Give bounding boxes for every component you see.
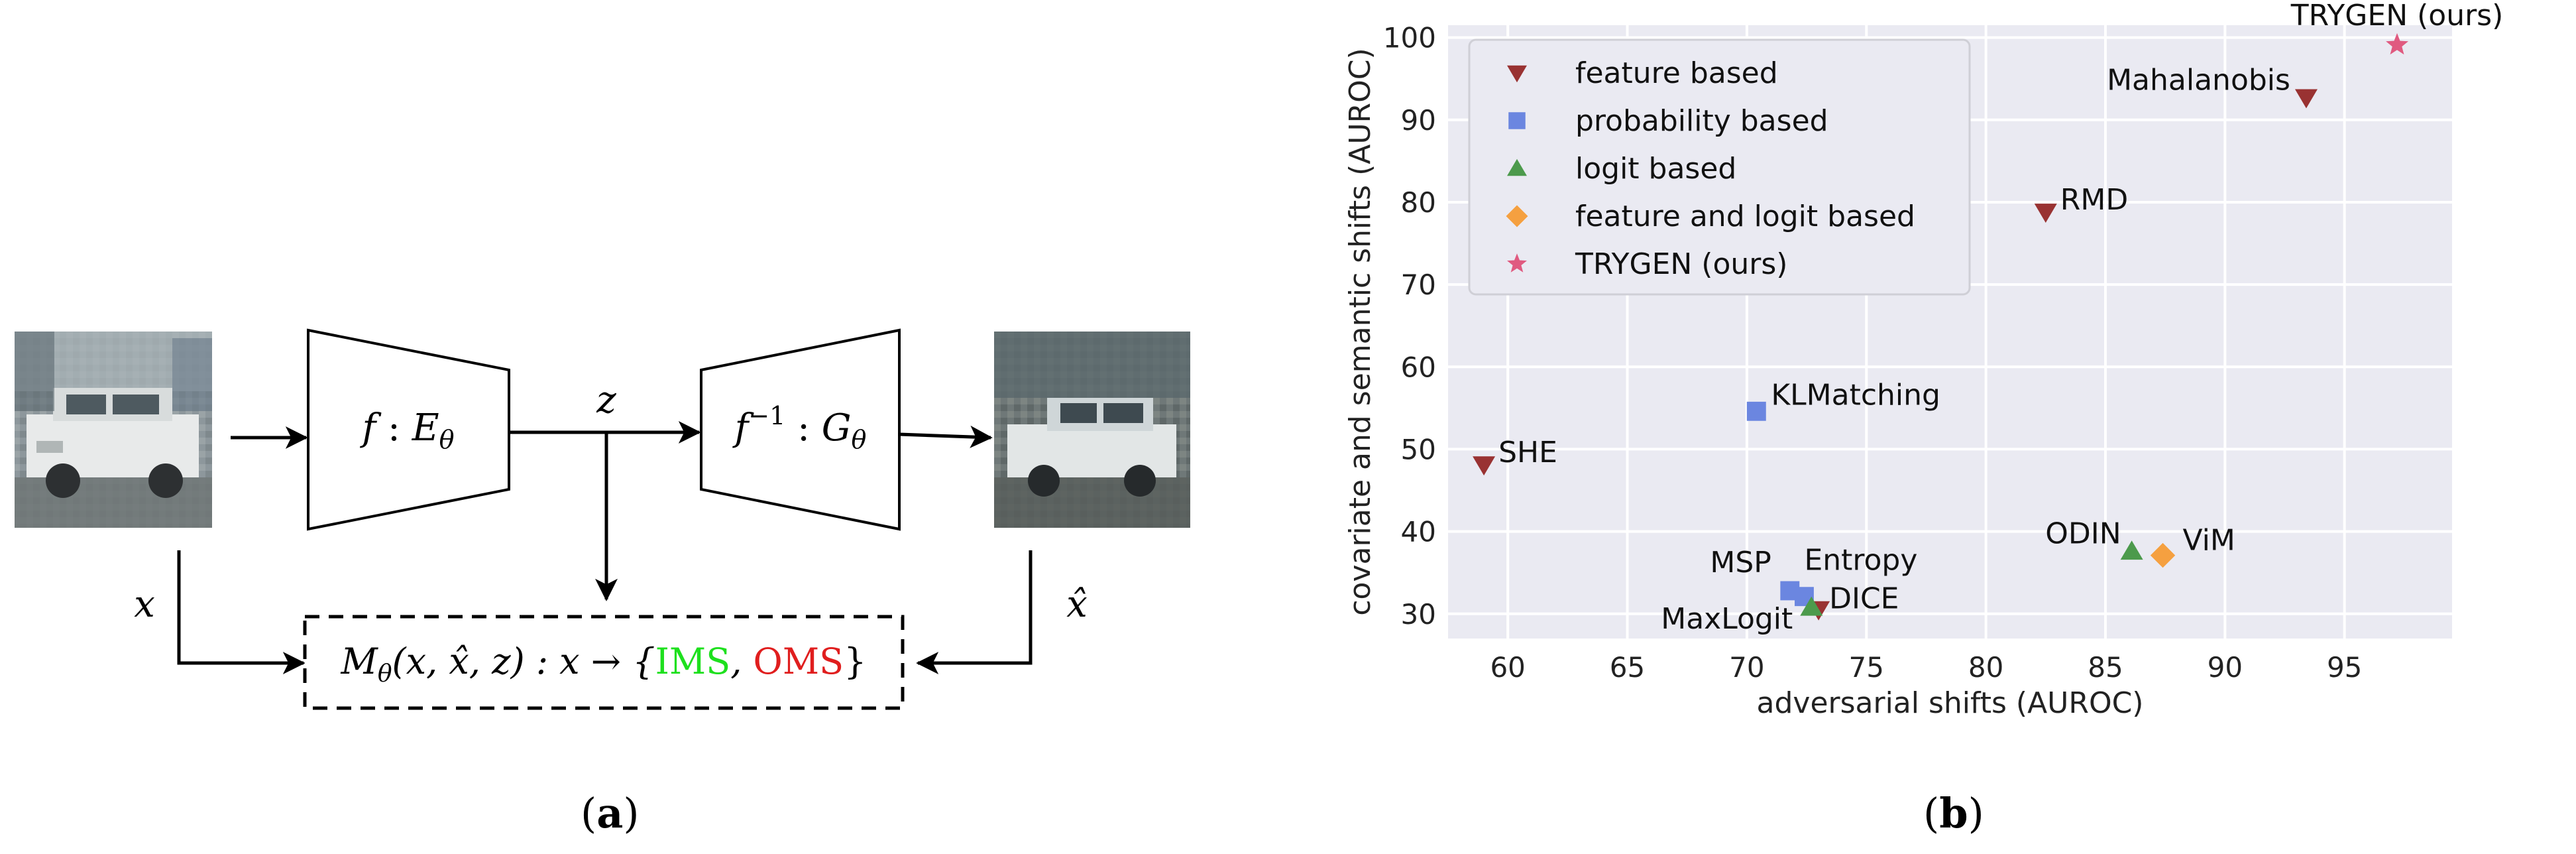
panel-b-caption: (b) [1923,789,1984,837]
decoder-block [700,328,901,531]
data-points [1473,32,2408,621]
x-tick-label: 60 [1490,651,1525,684]
point-label: ViM [2183,524,2235,558]
legend-entry: logit based [1575,152,1736,186]
point-label: DICE [1829,582,1899,616]
encoder-label: f : Eθ [360,406,455,454]
legend: feature based probability based logit base… [1468,38,1971,296]
legend-box [1468,38,1971,296]
point-label: TRYGEN (ours) [2290,0,2503,32]
input-car-image [15,332,212,528]
reconstruction-label: x̂ [1066,583,1088,626]
panel-a-caption: (a) [581,789,640,837]
point-label: RMD [2060,183,2128,217]
reconstructed-car-image [994,332,1190,528]
input-label: x [134,583,155,626]
y-tick-label: 90 [1401,104,1436,137]
decoder-to-output-arrow [899,425,993,448]
x-axis-label: adversarial shifts (AUROC) [1757,686,2144,720]
y-tick-label: 50 [1401,433,1436,465]
y-tick-label: 40 [1401,516,1436,548]
latent-label: z [596,379,616,422]
y-tick-label: 30 [1401,598,1436,631]
legend-marker [1507,158,1527,176]
data-point-odin [2120,540,2143,560]
point-label: MSP [1710,546,1771,580]
legend-entry: feature and logit based [1575,200,1915,233]
architecture-diagram: f : Eθ f−1 : Gθ z x x̂ Mθ(x, x̂, z) : x … [15,328,1190,710]
input-to-monitor-arrow [177,550,306,674]
x-tick-label: 90 [2208,651,2243,684]
y-axis-label: covariate and semantic shifts (AUROC) [1343,48,1377,615]
point-label: Mahalanobis [2107,63,2290,97]
x-tick-label: 95 [2327,651,2362,684]
point-label: KLMatching [1771,378,1940,412]
decoder-label: f−1 : Gθ [732,401,867,454]
x-tick-label: 70 [1729,651,1764,684]
y-tick-label: 60 [1401,351,1436,383]
y-tick-label: 100 [1383,22,1436,54]
point-label: Entropy [1804,544,1917,578]
data-point-maxlogit [1800,596,1823,616]
point-label: SHE [1498,436,1557,469]
data-point-trygen-ours- [2386,32,2408,55]
x-tick-label: 85 [2088,651,2123,684]
x-axis-ticks: 60 65 70 75 80 85 90 95 [1490,651,2362,684]
y-axis-ticks: 30 40 50 60 70 80 90 100 [1383,22,1436,631]
data-point-vim [2150,542,2176,568]
y-tick-label: 80 [1401,186,1436,219]
legend-marker [1508,112,1526,129]
legend-entry: probability based [1575,104,1828,138]
point-label: MaxLogit [1661,602,1793,636]
legend-marker [1507,253,1527,273]
data-point-klmatching [1746,401,1766,421]
scatter-chart: 60 65 70 75 80 85 90 95 30 40 50 60 70 80 90 100 Mahal… [1343,0,2503,720]
monitor-box [303,615,905,710]
point-label: ODIN [2045,517,2121,550]
x-tick-label: 80 [1968,651,2003,684]
x-tick-label: 65 [1610,651,1645,684]
legend-marker [1506,205,1528,227]
legend-entry: TRYGEN (ours) [1575,247,1787,281]
y-tick-label: 70 [1401,269,1436,301]
monitor-label: Mθ(x, x̂, z) : x → {IMS, OMS} [341,640,867,688]
encoder-block [307,328,510,531]
x-tick-label: 75 [1849,651,1884,684]
legend-marker [1507,65,1527,83]
data-point-she [1473,456,1496,476]
legend-entry: feature based [1575,56,1778,90]
data-point-rmd [2034,204,2057,223]
output-to-monitor-arrow [916,550,1033,674]
data-point-mahalanobis [2294,89,2318,109]
